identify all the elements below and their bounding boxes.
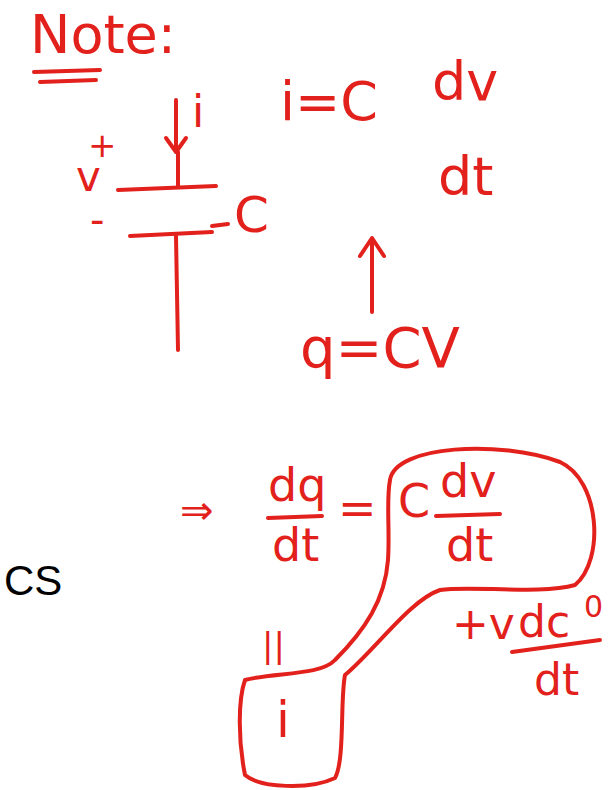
label-leader xyxy=(212,224,228,226)
handwritten-note: C xyxy=(398,478,430,524)
handwritten-note: - xyxy=(90,200,104,240)
handwritten-note: dc xyxy=(518,600,570,644)
highlight-loop xyxy=(240,449,595,786)
handwritten-note: 0 xyxy=(584,592,603,622)
fraction-bar xyxy=(436,514,500,516)
handwritten-note: dv xyxy=(432,55,498,109)
underline xyxy=(34,70,100,72)
handwritten-note: dt xyxy=(438,150,493,204)
handwritten-note: v xyxy=(76,156,101,198)
handwritten-note: i xyxy=(192,90,204,134)
slide-text: CS xyxy=(4,560,62,602)
handwritten-note: = xyxy=(338,485,377,531)
handwritten-note: || xyxy=(262,628,285,662)
handwritten-note: dt xyxy=(446,522,493,568)
fraction-bar xyxy=(268,516,322,518)
handwritten-note: C xyxy=(234,190,269,240)
handwritten-note: i=C xyxy=(280,75,378,129)
handwritten-note: +v xyxy=(452,602,515,646)
capacitor-plate xyxy=(118,186,216,190)
handwritten-note: ⇒ xyxy=(180,490,214,530)
handwritten-note: q=CV xyxy=(300,320,460,376)
handwritten-note: dv xyxy=(440,458,496,504)
handwritten-note: dq xyxy=(268,462,326,508)
derivation-arrow xyxy=(360,238,384,312)
capacitor-wire xyxy=(176,236,178,350)
handwritten-note: i xyxy=(276,695,290,745)
handwritten-note: dt xyxy=(534,658,579,702)
handwritten-note: Note: xyxy=(30,8,176,62)
capacitor-wire xyxy=(176,152,180,186)
capacitor-plate xyxy=(130,232,212,236)
underline xyxy=(40,80,96,82)
current-arrow xyxy=(166,100,186,152)
handwritten-note: dt xyxy=(272,522,319,568)
